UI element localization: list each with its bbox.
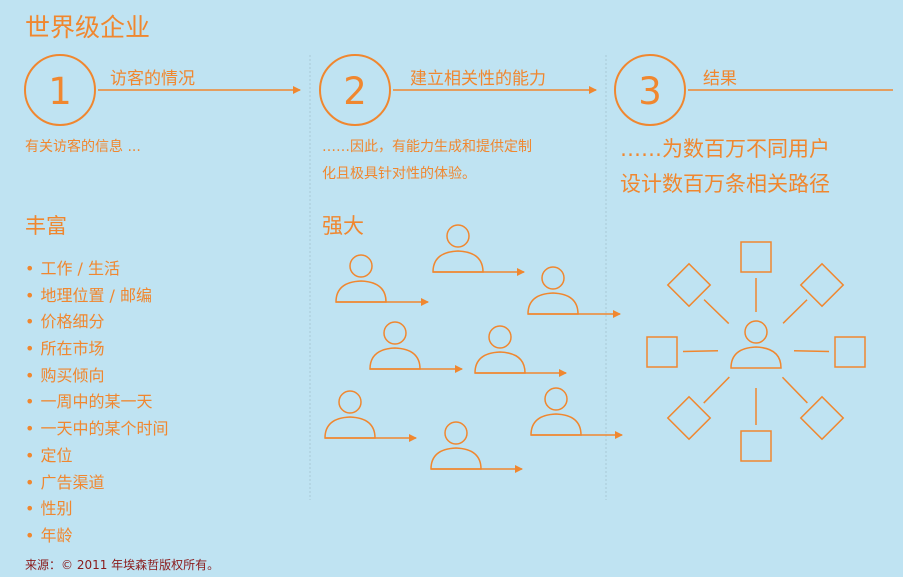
visitor-attribute-list: 工作 / 生活地理位置 / 邮编价格细分所在市场购买倾向一周中的某一天一天中的某… xyxy=(25,256,168,550)
step-3-description: ……为数百万不同用户 设计数百万条相关路径 xyxy=(620,132,830,202)
path-node xyxy=(666,395,712,441)
person-icon xyxy=(430,421,482,470)
step-1-label: 访客的情况 xyxy=(110,69,195,89)
attribute-item: 一周中的某一天 xyxy=(25,389,168,416)
path-node xyxy=(740,241,772,273)
step-2-description-line-1: ……因此，有能力生成和提供定制 xyxy=(322,139,532,155)
person-icon xyxy=(324,390,376,439)
network-link xyxy=(703,299,730,325)
step-3-label: 结果 xyxy=(703,69,737,89)
person-icon xyxy=(369,321,421,370)
attribute-item: 价格细分 xyxy=(25,309,168,336)
attribute-item: 广告渠道 xyxy=(25,470,168,497)
step-1-circle: 1 xyxy=(24,54,96,126)
source-note: 来源：© 2011 年埃森哲版权所有。 xyxy=(25,558,220,572)
central-user-icon xyxy=(730,320,782,369)
diagram-title: 世界级企业 xyxy=(25,13,151,42)
attribute-item: 工作 / 生活 xyxy=(25,256,168,283)
path-node xyxy=(646,336,678,368)
attribute-item: 性别 xyxy=(25,496,168,523)
step-3-description-line-2: 设计数百万条相关路径 xyxy=(620,172,830,196)
network-link xyxy=(782,299,808,324)
attribute-item: 一天中的某个时间 xyxy=(25,416,168,443)
path-node xyxy=(799,395,845,441)
network-link xyxy=(703,376,730,404)
step-2-description: ……因此，有能力生成和提供定制 化且极具针对性的体验。 xyxy=(322,134,532,188)
step-2-circle: 2 xyxy=(319,54,391,126)
attribute-item: 定位 xyxy=(25,443,168,470)
rich-section-heading: 丰富 xyxy=(25,214,67,238)
person-icon xyxy=(530,387,582,436)
attribute-item: 购买倾向 xyxy=(25,363,168,390)
network-link xyxy=(781,376,808,404)
step-3-description-line-1: ……为数百万不同用户 xyxy=(620,137,830,161)
path-node xyxy=(799,262,845,308)
network-link xyxy=(793,350,830,353)
step-1-description: 有关访客的信息 ... xyxy=(25,139,141,155)
step-2-label: 建立相关性的能力 xyxy=(410,69,546,89)
attribute-item: 年龄 xyxy=(25,523,168,550)
path-node xyxy=(834,336,866,368)
network-link xyxy=(682,350,719,353)
path-node xyxy=(740,430,772,462)
attribute-item: 所在市场 xyxy=(25,336,168,363)
person-icon xyxy=(335,254,387,303)
step-3-circle: 3 xyxy=(614,54,686,126)
strong-section-heading: 强大 xyxy=(322,214,364,238)
person-icon xyxy=(527,266,579,315)
path-node xyxy=(666,262,712,308)
person-icon xyxy=(474,325,526,374)
person-icon xyxy=(432,224,484,273)
step-2-description-line-2: 化且极具针对性的体验。 xyxy=(322,166,476,182)
attribute-item: 地理位置 / 邮编 xyxy=(25,283,168,310)
